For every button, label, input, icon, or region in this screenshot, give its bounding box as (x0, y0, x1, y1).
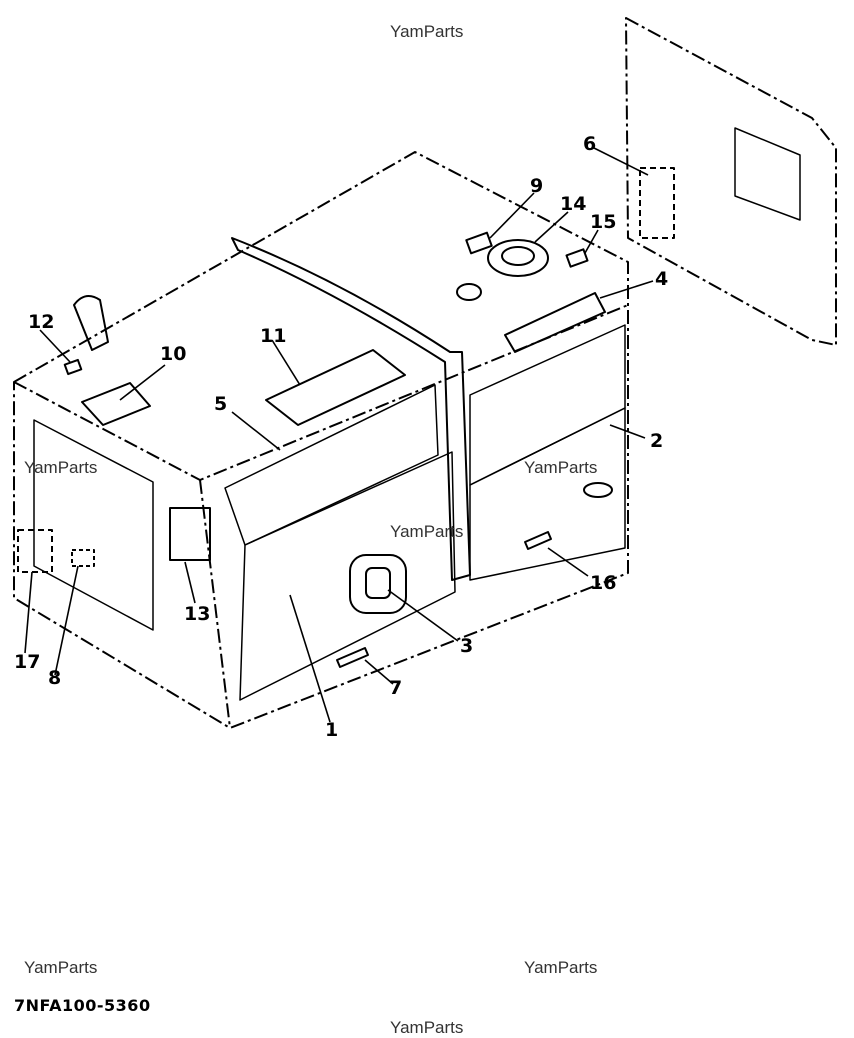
watermark-bottom-center: YamParts (390, 1018, 464, 1037)
callout-14: 14 (560, 193, 586, 215)
vent-oval (583, 482, 613, 498)
slot-16 (524, 531, 552, 550)
callout-10: 10 (160, 343, 186, 365)
generator-body-outline (13, 151, 629, 729)
left-side-panel (33, 419, 154, 631)
watermark-center: YamParts (390, 522, 464, 541)
exhaust-pipe (73, 295, 109, 351)
sticker-17-shape (17, 529, 53, 573)
sticker-13-shape (169, 507, 211, 561)
sticker-4-shape (504, 292, 606, 353)
sticker-10-shape (81, 382, 151, 426)
watermark-bottom-left: YamParts (24, 958, 98, 977)
handle-inner (365, 567, 391, 599)
watermark-left: YamParts (24, 458, 98, 477)
callout-2: 2 (650, 430, 663, 452)
carry-frame (231, 237, 471, 581)
callout-4: 4 (655, 268, 668, 290)
sticker-15-shape (565, 248, 589, 268)
body-front-corner-edge (199, 479, 231, 729)
part-code-label: 7NFA100-5360 (14, 996, 151, 1015)
callout-15: 15 (590, 211, 616, 233)
detached-panel-window (734, 127, 801, 221)
fuel-cap (487, 239, 549, 277)
sticker-6-shape (639, 167, 675, 239)
sticker-8-shape (71, 549, 95, 567)
callout-9: 9 (530, 175, 543, 197)
front-panel-lower-left (239, 451, 456, 701)
callout-3: 3 (460, 635, 473, 657)
callout-17: 17 (14, 651, 40, 673)
watermark-right: YamParts (524, 458, 598, 477)
slot-7 (336, 647, 369, 668)
oil-cap (456, 283, 482, 301)
front-panel-lower-right (469, 407, 626, 581)
sticker-9-shape (465, 231, 493, 255)
sticker-11-shape (265, 349, 406, 426)
watermark-bottom-right: YamParts (524, 958, 598, 977)
callout-numbers: 1 2 3 4 5 6 7 8 9 10 11 12 13 14 15 16 1… (14, 133, 668, 741)
callout-11: 11 (260, 325, 286, 347)
callout-6: 6 (583, 133, 596, 155)
callout-1: 1 (325, 719, 338, 741)
front-panel-upper-left (224, 384, 439, 546)
callout-5: 5 (214, 393, 227, 415)
detached-panel (625, 17, 837, 346)
handle-recess (349, 554, 407, 614)
sticker-12-shape (63, 358, 83, 376)
watermark-top: YamParts (390, 22, 464, 41)
callout-16: 16 (590, 572, 616, 594)
fuel-cap-inner (501, 246, 535, 266)
callout-13: 13 (184, 603, 210, 625)
callout-12: 12 (28, 311, 54, 333)
callout-7: 7 (389, 677, 402, 699)
callout-8: 8 (48, 667, 61, 689)
